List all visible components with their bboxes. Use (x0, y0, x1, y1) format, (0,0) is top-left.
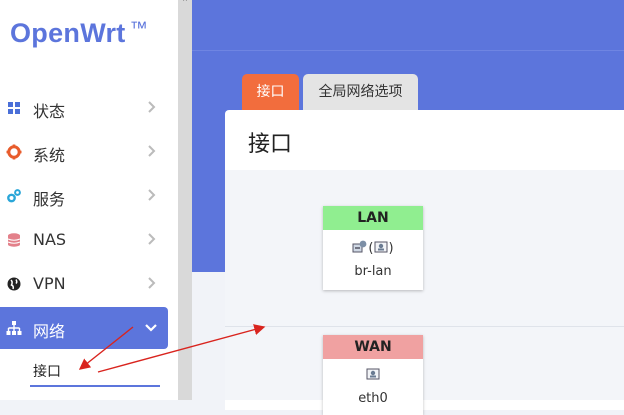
interface-box-lan[interactable]: LAN ( ) br-lan (323, 206, 423, 290)
sidebar-item-system[interactable]: 系统 (0, 132, 168, 172)
ethernet-port-icon (366, 368, 379, 380)
scroll-up-arrow-icon[interactable]: ⌃ (181, 0, 189, 8)
sidebar-item-label: VPN (33, 274, 66, 293)
chevron-right-icon (148, 101, 156, 113)
page-title: 接口 (248, 132, 293, 157)
brand-name: OpenWrt (10, 18, 126, 48)
sidebar-item-label: 网络 (33, 322, 66, 341)
sidebar-item-vpn[interactable]: VPN (0, 264, 168, 304)
dashboard-icon (8, 102, 20, 114)
table-row-divider (225, 326, 624, 327)
paren-open: ( (368, 241, 374, 256)
chevron-right-icon (148, 145, 156, 157)
database-icon (7, 233, 21, 247)
sidebar-item-label: 状态 (33, 102, 66, 121)
chevron-down-icon (145, 324, 157, 332)
gear-icon (6, 144, 22, 160)
interface-box-wan[interactable]: WAN eth0 (323, 335, 423, 415)
tab-interfaces[interactable]: 接口 (242, 74, 299, 110)
gears-icon (7, 189, 21, 203)
globe-icon (7, 277, 21, 291)
sitemap-icon (6, 321, 22, 335)
sidebar-item-label: 服务 (33, 190, 66, 209)
bridge-icon (352, 240, 367, 253)
interface-name: LAN (323, 206, 423, 230)
trademark-symbol: ™ (129, 18, 148, 38)
tab-global-network-options[interactable]: 全局网络选项 (303, 74, 418, 110)
interface-device-name: br-lan (354, 264, 392, 279)
sidebar-item-services[interactable]: 服务 (0, 176, 168, 216)
interface-table (225, 170, 624, 400)
interface-name: WAN (323, 335, 423, 359)
interface-device-name: eth0 (358, 391, 388, 406)
interface-device-icons: ( ) (323, 240, 423, 256)
sidebar-item-status[interactable]: 状态 (0, 88, 168, 128)
sidebar-item-nas[interactable]: NAS (0, 220, 168, 260)
header-divider (192, 50, 624, 51)
paren-close: ) (388, 241, 394, 256)
sidebar-item-network[interactable]: 网络 (0, 307, 168, 349)
chevron-right-icon (148, 277, 156, 289)
submenu-active-indicator (30, 385, 160, 387)
chevron-right-icon (148, 233, 156, 245)
sidebar-subitem-interfaces[interactable]: 接口 (33, 364, 61, 380)
sidebar-item-label: 系统 (33, 146, 66, 165)
chevron-right-icon (148, 189, 156, 201)
sidebar-item-label: NAS (33, 230, 67, 249)
ethernet-port-icon (374, 241, 387, 253)
interface-device-icons (323, 367, 423, 383)
sidebar-scrollbar[interactable] (178, 0, 192, 400)
